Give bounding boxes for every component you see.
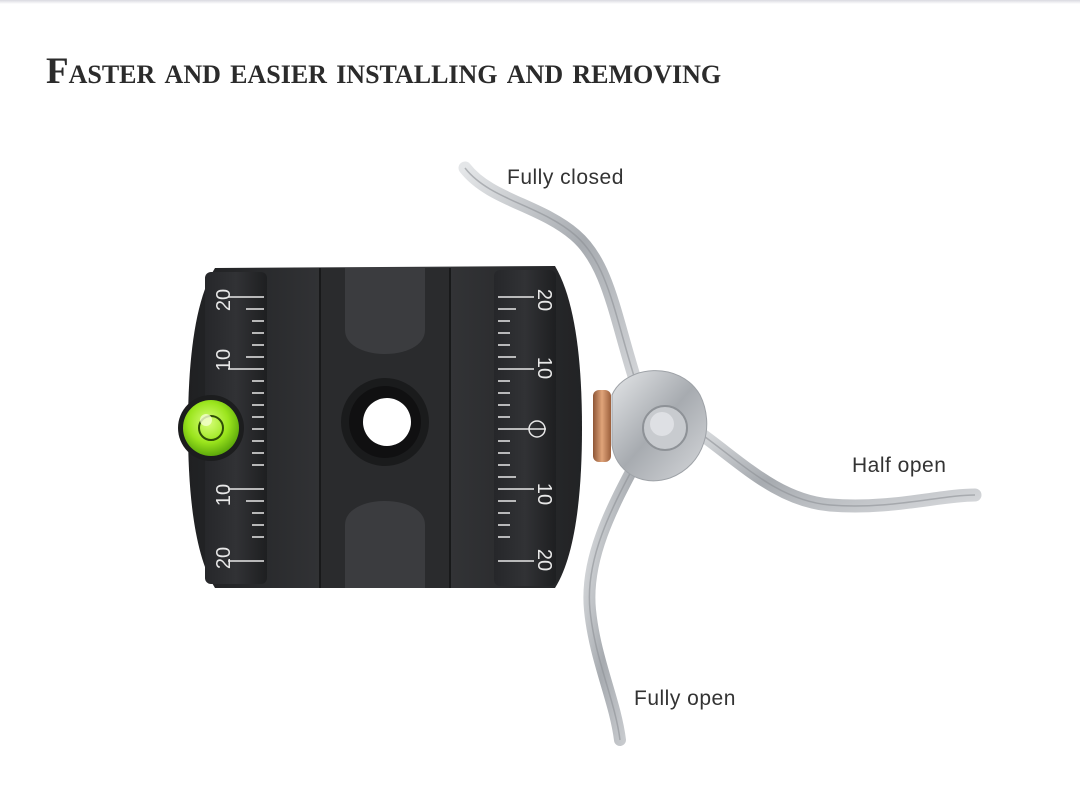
scale-right-lower: 10 — [533, 483, 555, 505]
scale-left-lower: 10 — [213, 484, 235, 506]
callout-fully-closed: Fully closed — [507, 166, 624, 189]
lever-half-open — [673, 413, 982, 513]
scale-left-upper: 10 — [213, 349, 235, 371]
scale-left-ticks — [228, 296, 264, 562]
clamp-body — [188, 266, 582, 588]
center-mark-icon — [528, 420, 546, 438]
scale-right-numbers: 20 10 10 20 — [533, 289, 555, 571]
top-rule — [0, 0, 1080, 4]
page-title: Faster and easier installing and removin… — [46, 51, 722, 92]
lever-hub — [611, 370, 708, 482]
scale-left-bottom: 20 — [213, 547, 235, 569]
callout-half-open: Half open — [852, 454, 947, 477]
lever-fully-open — [583, 449, 646, 746]
lever-fully-closed — [458, 161, 647, 402]
callout-fully-open: Fully open — [634, 687, 736, 710]
scale-right-upper: 10 — [533, 357, 555, 379]
scale-left-top: 20 — [213, 289, 235, 311]
scale-right-ticks — [498, 296, 546, 562]
scale-right-top: 20 — [533, 289, 555, 311]
bubble-level — [178, 395, 244, 461]
scale-right-bottom: 20 — [533, 549, 555, 571]
copper-washer — [593, 390, 611, 462]
scale-left-numbers: 20 10 10 20 — [213, 289, 235, 569]
